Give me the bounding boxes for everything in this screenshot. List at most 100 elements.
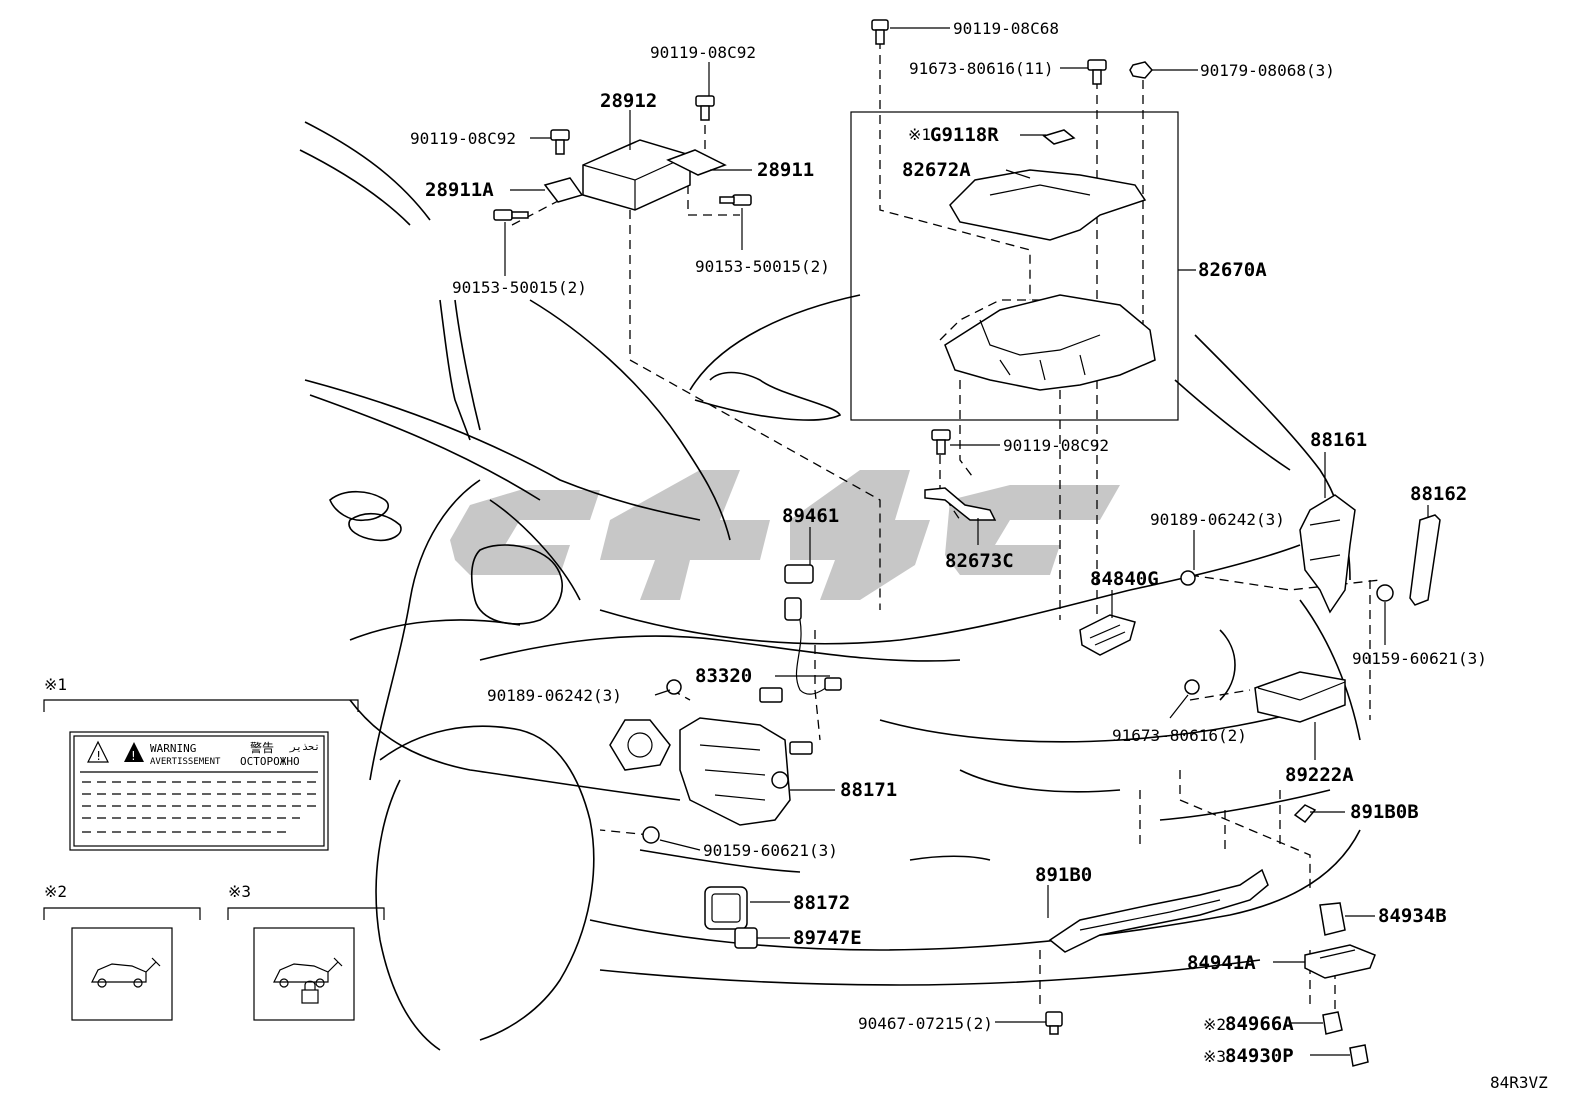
- bolt-icon: [931, 429, 951, 455]
- callout-G9118R: G9118R: [930, 124, 999, 146]
- sensor-88172: [704, 886, 748, 930]
- switch-84930P: [1349, 1044, 1369, 1067]
- callout-82672A: 82672A: [902, 159, 971, 181]
- vehicle-body: [299, 121, 1361, 1051]
- fuel-cap: [609, 719, 671, 771]
- bolt-icon: [1087, 59, 1107, 85]
- note-1-mark: ※1: [44, 675, 67, 694]
- warning-triangle-icon: !: [87, 740, 109, 763]
- warning-text-jp: 警告: [250, 740, 274, 755]
- callout-90153-50015-right: 90153-50015(2): [695, 257, 830, 276]
- assembly-box-82670A: [850, 111, 1179, 421]
- callout-89461: 89461: [782, 505, 839, 527]
- callout-89747E: 89747E: [793, 927, 862, 949]
- sensor-88162: [1409, 514, 1441, 606]
- note-mark-1: ※1: [908, 125, 931, 144]
- diagram-code: 84R3VZ: [1490, 1073, 1548, 1092]
- svg-text:!: !: [95, 749, 102, 763]
- bracket-28911: [666, 149, 727, 176]
- grommet-icon: [1376, 584, 1394, 602]
- nut-icon: [666, 679, 682, 695]
- cover-82672A: [949, 169, 1147, 241]
- module-89222A: [1254, 671, 1346, 723]
- bolt-icon: [493, 209, 529, 221]
- callout-88171: 88171: [840, 779, 897, 801]
- switch-84934B: [1319, 902, 1346, 936]
- bolt-icon: [871, 19, 889, 45]
- callout-891B0: 891B0: [1035, 864, 1092, 886]
- car-rear-lock-icon: [273, 957, 343, 1004]
- watermark-logo: [450, 470, 1120, 600]
- switch-84941A: [1304, 944, 1376, 979]
- warning-triangle-icon: !: [124, 742, 144, 763]
- callout-84966A: 84966A: [1225, 1013, 1294, 1035]
- bolt-icon: [550, 129, 570, 155]
- nut-icon: [1184, 679, 1200, 695]
- clip-891B0B: [1293, 804, 1317, 824]
- callout-84934B: 84934B: [1378, 905, 1447, 927]
- bracket-88161: [1299, 494, 1356, 614]
- note-3-mark: ※3: [228, 882, 251, 901]
- callout-28911A: 28911A: [425, 179, 494, 201]
- sensor-89747E: [734, 927, 758, 949]
- car-rear-open-icon: [91, 957, 161, 988]
- bolt-icon: [695, 95, 715, 121]
- note-mark-2: ※2: [1203, 1015, 1226, 1034]
- callout-90179-08068: 90179-08068(3): [1200, 61, 1335, 80]
- callout-90119-08C92-top: 90119-08C92: [650, 43, 756, 62]
- parts: [493, 19, 1441, 1067]
- bracket-28911A: [543, 177, 584, 203]
- callout-28912: 28912: [600, 90, 657, 112]
- warning-text-ru: ОСТОРОЖНО: [240, 755, 300, 768]
- callout-90189-06242-right: 90189-06242(3): [1150, 510, 1285, 529]
- callout-88161: 88161: [1310, 429, 1367, 451]
- grommet-icon: [642, 826, 660, 844]
- clip-icon: [1045, 1011, 1063, 1035]
- callout-88162: 88162: [1410, 483, 1467, 505]
- wire-harness-83320: [759, 619, 842, 703]
- note-2-mark: ※2: [44, 882, 67, 901]
- callout-90119-08C92-mid: 90119-08C92: [1003, 436, 1109, 455]
- svg-text:!: !: [131, 749, 136, 763]
- callout-90159-60621-left: 90159-60621(3): [703, 841, 838, 860]
- callout-90119-08C68: 90119-08C68: [953, 19, 1059, 38]
- callout-90153-50015-left: 90153-50015(2): [452, 278, 587, 297]
- bracket-82673C: [924, 487, 997, 521]
- control-module-28912: [582, 139, 691, 211]
- callout-83320: 83320: [695, 665, 752, 687]
- callout-82673C: 82673C: [945, 550, 1014, 572]
- callout-28911: 28911: [757, 159, 814, 181]
- callout-89222A: 89222A: [1285, 764, 1354, 786]
- note-mark-3: ※3: [1203, 1047, 1226, 1066]
- callout-84840G: 84840G: [1090, 568, 1159, 590]
- label-sticker-G9118R: [1042, 129, 1076, 145]
- bracket-891B0: [1048, 868, 1269, 953]
- warning-text-fr: AVERTISSEMENT: [150, 757, 221, 767]
- actuator-88171: [679, 717, 813, 826]
- fuse-box-bracket: [944, 294, 1156, 391]
- callout-90467-07215: 90467-07215(2): [858, 1014, 993, 1033]
- leader-lines: [504, 27, 1429, 1056]
- nut-icon: [1129, 61, 1153, 79]
- callout-84930P: 84930P: [1225, 1045, 1294, 1067]
- callout-90159-60621-right: 90159-60621(3): [1352, 649, 1487, 668]
- callout-91673-80616-11: 91673-80616(11): [909, 59, 1054, 78]
- callout-90119-08C92-left: 90119-08C92: [410, 129, 516, 148]
- note-1-warning-label: ※1 ! ! WARNING AVERTISSEMENT 警告 تحذير ОС…: [43, 675, 359, 851]
- nut-icon: [1180, 570, 1196, 586]
- switch-84966A: [1322, 1011, 1343, 1035]
- callout-891B0B: 891B0B: [1350, 801, 1419, 823]
- note-3-icon-panel: ※3: [227, 882, 385, 1021]
- note-2-icon-panel: ※2: [43, 882, 201, 1021]
- warning-text-ar: تحذير: [289, 742, 320, 753]
- switch-84840G: [1079, 614, 1136, 656]
- sensor-89461: [784, 564, 814, 621]
- callout-88172: 88172: [793, 892, 850, 914]
- callout-91673-80616-2: 91673-80616(2): [1112, 726, 1247, 745]
- callout-84941A: 84941A: [1187, 952, 1256, 974]
- callout-82670A: 82670A: [1198, 259, 1267, 281]
- warning-text: WARNING: [150, 742, 196, 755]
- bolt-icon: [719, 194, 752, 206]
- callout-90189-06242-left: 90189-06242(3): [487, 686, 622, 705]
